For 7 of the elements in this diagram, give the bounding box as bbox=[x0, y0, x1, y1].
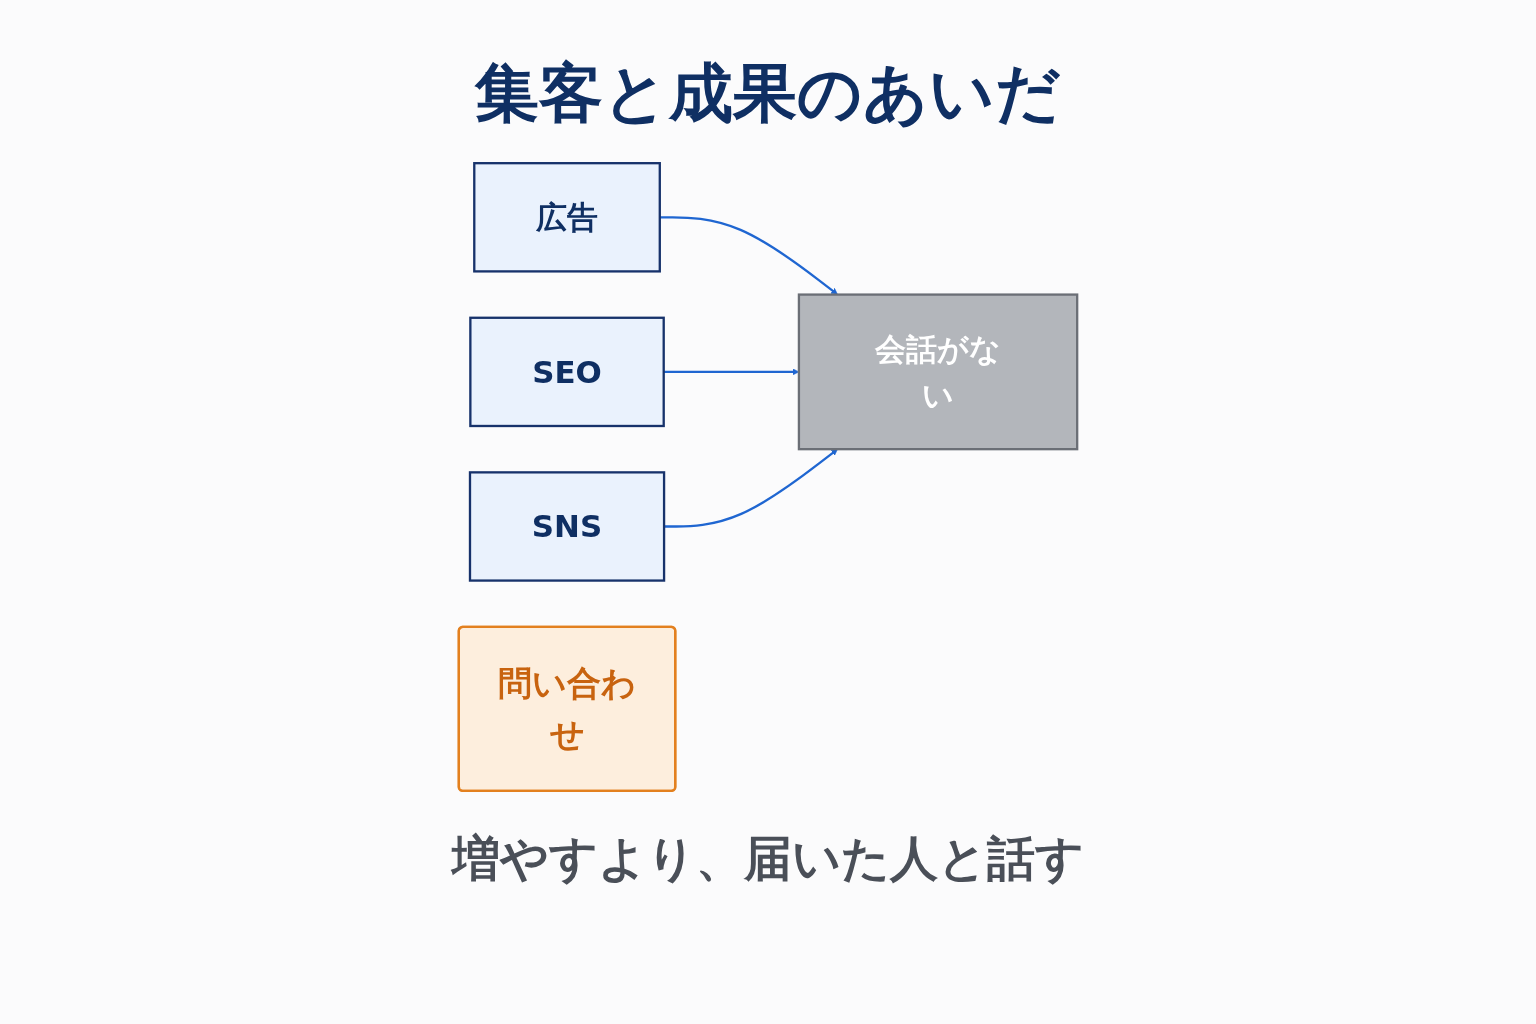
node-box: 広告 bbox=[473, 162, 661, 273]
node-box: 会話がない bbox=[797, 293, 1079, 451]
node-box: SEO bbox=[469, 316, 665, 428]
title: 集客と成果のあいだ bbox=[475, 55, 1061, 132]
caption: 増やすより、届いた人と話す bbox=[452, 829, 1084, 888]
node-box: SNS bbox=[468, 471, 666, 582]
arrow bbox=[659, 216, 838, 295]
